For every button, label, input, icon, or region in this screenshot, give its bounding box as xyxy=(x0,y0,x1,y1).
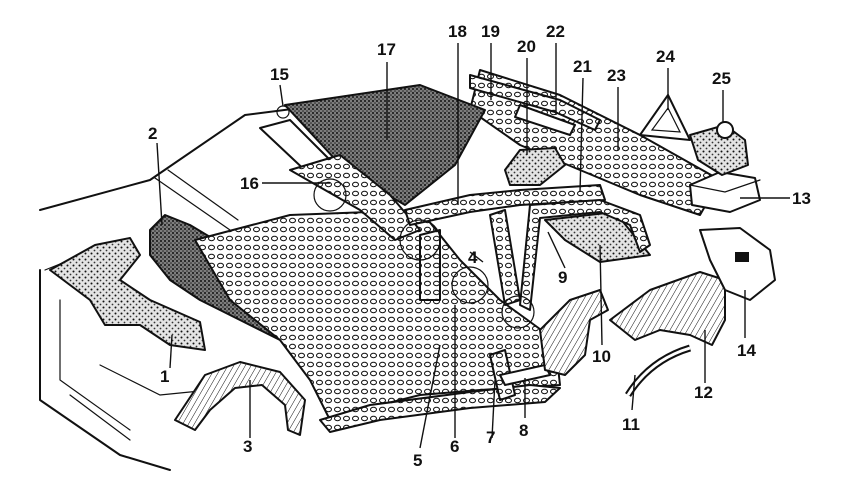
part-4-center-pillar-trim xyxy=(489,209,521,306)
part-16-roof-side-trim xyxy=(289,154,421,241)
callout-20: 20 xyxy=(517,37,536,56)
fastener-circle-d xyxy=(313,178,347,212)
part-6-front-pillar-lower-trim xyxy=(419,229,441,301)
callout-25: 25 xyxy=(712,69,731,88)
part-14-vent xyxy=(735,252,749,262)
part-25-holder-cap xyxy=(716,121,734,139)
callout-7: 7 xyxy=(486,428,495,447)
part-20-bracket xyxy=(504,147,566,186)
part-19-package-tray-strip xyxy=(469,74,601,131)
part-11-wheel-arch-strip xyxy=(625,344,692,397)
callout-10: 10 xyxy=(592,347,611,366)
callout-15: 15 xyxy=(270,65,289,84)
callout-22: 22 xyxy=(546,22,565,41)
callout-5: 5 xyxy=(413,451,422,470)
fastener-circle-a xyxy=(399,219,441,261)
callout-19: 19 xyxy=(481,22,500,41)
part-13-tool-box-lid xyxy=(689,179,761,193)
callout-11: 11 xyxy=(622,415,640,434)
callout-1: 1 xyxy=(160,367,169,386)
part-1-hood-insulator xyxy=(49,237,206,351)
part-14-trunk-side-trim xyxy=(699,227,776,301)
fastener-circle-c xyxy=(501,295,535,329)
callout-24: 24 xyxy=(656,47,675,66)
callout-18: 18 xyxy=(448,22,467,41)
callout-17: 17 xyxy=(377,40,396,59)
part-12-rear-wheelhouse-liner xyxy=(609,271,726,346)
callout-14: 14 xyxy=(737,341,756,360)
callout-4: 4 xyxy=(468,248,478,267)
part-3-front-wheelhouse-liner xyxy=(174,361,306,436)
fastener-circle-e xyxy=(276,105,290,119)
callout-labels: 1 2 3 4 5 6 7 8 9 10 11 12 13 14 15 16 1… xyxy=(148,22,811,470)
callout-6: 6 xyxy=(450,437,459,456)
leader-lines xyxy=(156,43,790,449)
part-11-wheel-arch-strip-inner xyxy=(626,346,691,396)
callout-21: 21 xyxy=(573,57,592,76)
part-24-warning-triangle-inner xyxy=(650,106,682,133)
callout-23: 23 xyxy=(607,66,626,85)
part-18-roof-rail-trim xyxy=(404,184,606,226)
car-body-outline xyxy=(39,107,301,471)
callout-12: 12 xyxy=(694,383,713,402)
callout-13: 13 xyxy=(792,189,811,208)
callout-2: 2 xyxy=(148,124,157,143)
callout-16: 16 xyxy=(240,174,259,193)
callout-9: 9 xyxy=(558,268,567,287)
fastener-circle-b xyxy=(451,266,489,304)
part-24-warning-triangle xyxy=(639,94,691,141)
callout-8: 8 xyxy=(519,421,528,440)
callout-3: 3 xyxy=(243,437,252,456)
part-22-package-tray-trim xyxy=(514,104,576,136)
part-21-rear-door-frame-trim xyxy=(519,199,651,311)
part-8-sill-plate xyxy=(499,364,551,386)
part-10-rear-wheelhouse-trim xyxy=(539,289,609,376)
